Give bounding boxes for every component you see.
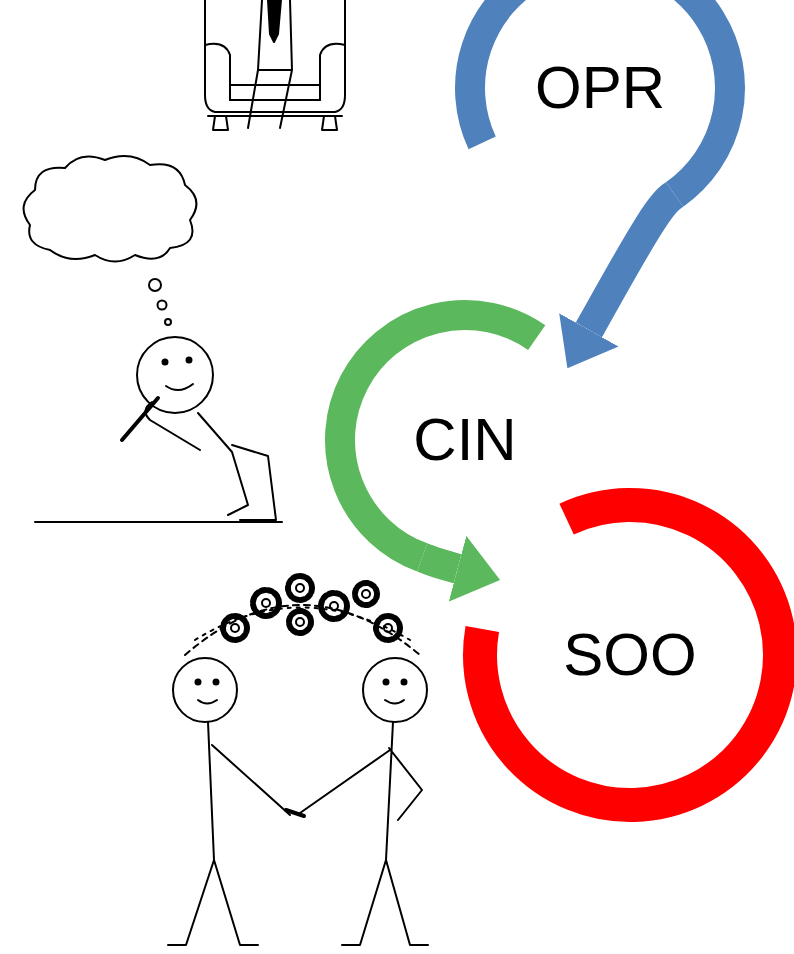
- eye: [402, 680, 407, 685]
- handshake-figures: [168, 576, 428, 945]
- desk: [35, 521, 282, 523]
- thought-cloud: [24, 156, 197, 262]
- gear: [288, 576, 312, 600]
- node-text-area: CIN: [323, 298, 607, 582]
- head: [173, 658, 237, 722]
- pen: [122, 398, 158, 440]
- gear-hub: [296, 584, 304, 592]
- armchair-figure: [205, 0, 345, 130]
- motion-arc: [185, 605, 420, 655]
- eye: [214, 680, 219, 685]
- cycle-node: SOO: [461, 486, 794, 824]
- thought-bubble: [158, 301, 167, 310]
- gear-hub: [296, 618, 304, 626]
- gear: [321, 593, 347, 619]
- body: [198, 413, 248, 515]
- smile: [385, 700, 404, 704]
- eye: [187, 358, 192, 363]
- gear: [289, 611, 311, 633]
- person-legs: [248, 0, 292, 128]
- gear-hub: [330, 602, 338, 610]
- gear-hub: [262, 599, 270, 607]
- ring-stroke: [470, 0, 730, 194]
- cycle-arrow: [422, 557, 457, 568]
- head: [137, 337, 213, 413]
- gear-hub: [231, 624, 239, 632]
- gears: [223, 576, 400, 640]
- gear: [376, 616, 400, 640]
- gear: [253, 590, 279, 616]
- thinking-figure: [24, 156, 282, 522]
- node-label: CIN: [413, 407, 516, 473]
- book: [232, 445, 276, 520]
- node-label: OPR: [535, 55, 665, 121]
- smile: [198, 700, 217, 704]
- stick-figure: [168, 722, 290, 945]
- gear-hub: [384, 624, 392, 632]
- cycle-node: OPR: [453, 0, 747, 235]
- ring-stroke: [480, 505, 780, 805]
- gear: [223, 616, 247, 640]
- cycle-node: CIN: [323, 298, 607, 582]
- arm: [145, 402, 200, 450]
- node-text-area: SOO: [461, 486, 794, 824]
- chair-arm: [205, 44, 230, 100]
- cycle-arrow: [589, 194, 675, 329]
- smile: [166, 384, 193, 390]
- handshake: [286, 810, 304, 816]
- chair-feet: [213, 116, 337, 130]
- ring-stroke: [340, 315, 537, 557]
- thought-bubble: [149, 279, 161, 291]
- motion-arc: [195, 608, 410, 641]
- eye: [196, 680, 201, 685]
- chair-outline: [205, 0, 345, 112]
- head: [363, 658, 427, 722]
- stick-figure: [300, 722, 428, 945]
- gear: [355, 583, 377, 605]
- node-label: SOO: [563, 622, 696, 688]
- gear-hub: [362, 590, 370, 598]
- thought-bubble: [165, 319, 171, 325]
- chair-arm: [320, 44, 345, 100]
- eye: [163, 360, 168, 365]
- node-text-area: OPR: [453, 0, 747, 235]
- chair-seat: [208, 85, 342, 116]
- eye: [384, 680, 389, 685]
- tie: [268, 0, 281, 42]
